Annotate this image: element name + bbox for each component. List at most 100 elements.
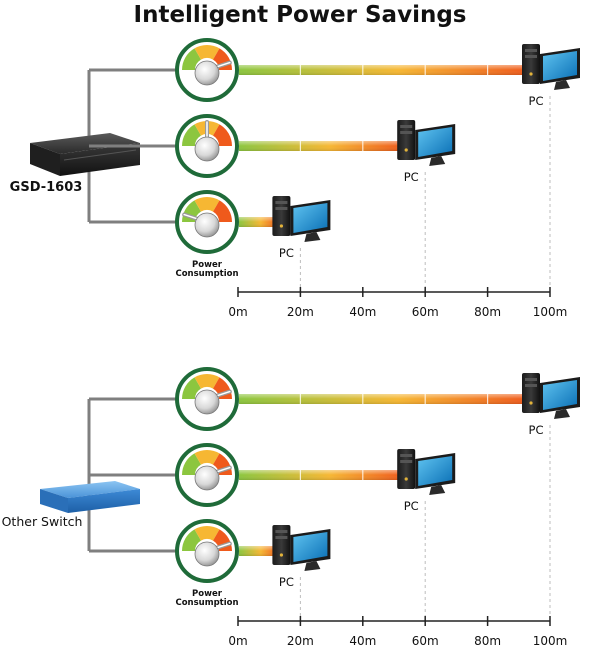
pc-power-light: [404, 477, 408, 481]
axis-tick-label: 100m: [533, 634, 568, 648]
pc-monitor-screen: [418, 456, 453, 486]
pc-monitor-stand: [429, 485, 446, 495]
pc-power-light: [529, 401, 533, 405]
meter-knob: [194, 465, 220, 491]
meter-scale-segment: [194, 450, 220, 465]
meter-knob: [194, 60, 220, 86]
pc-monitor-screen: [543, 51, 577, 81]
meter-scale-segment: [194, 197, 220, 212]
connection-row: PC: [89, 38, 580, 292]
gsd-1603-switch: [30, 133, 140, 176]
pc-tower: [397, 449, 416, 489]
meter-scale-segment: [194, 373, 220, 389]
pc-drive-bay: [400, 131, 413, 134]
axis-tick-label: 20m: [287, 305, 314, 319]
meter-scale-segment: [194, 45, 220, 60]
pc-drive-bay: [275, 207, 288, 210]
pc-icon: [522, 373, 580, 419]
cable-bar-shine: [239, 217, 279, 227]
cable-bar-shine: [239, 546, 279, 556]
switch-front: [68, 489, 140, 513]
axis-tick-label: 0m: [228, 634, 247, 648]
pc-power-light: [529, 72, 533, 76]
meter-knob: [194, 212, 220, 238]
meter-scale-segment: [182, 453, 201, 475]
power-consumption-label-line2: Consumption: [175, 598, 238, 608]
pc-label: PC: [279, 575, 294, 589]
pc-tower: [272, 196, 291, 236]
cable-bar-shine: [239, 141, 404, 151]
pc-monitor-screen: [418, 127, 453, 157]
axis-tick-label: 80m: [474, 634, 501, 648]
cable-bar-shine: [239, 65, 528, 75]
pc-drive-bay: [275, 530, 288, 533]
pc-power-light: [279, 224, 283, 228]
axis-tick-label: 0m: [228, 305, 247, 319]
pc-tower: [272, 525, 291, 565]
pc-icon: [397, 120, 456, 166]
pc-monitor-stand: [554, 409, 570, 419]
axis-tick-label: 80m: [474, 305, 501, 319]
pc-tower: [522, 44, 540, 84]
meter-scale-segment: [182, 529, 201, 551]
meter-scale-segment: [194, 526, 220, 541]
pc-drive-bay: [400, 454, 413, 457]
switch-front: [60, 143, 140, 176]
axis-tick-label: 20m: [287, 634, 314, 648]
meter-scale-segment: [182, 124, 201, 146]
meter-knob: [194, 541, 220, 567]
pc-label: PC: [529, 94, 544, 108]
pc-drive-bay: [525, 49, 537, 52]
axis-tick-label: 60m: [412, 634, 439, 648]
pc-drive-bay: [275, 201, 288, 204]
pc-drive-bay: [525, 378, 537, 381]
power-consumption-label-line1: Power: [192, 260, 223, 270]
pc-drive-bay: [275, 536, 288, 539]
meter-scale-segment: [213, 124, 232, 146]
power-consumption-label-line2: Consumption: [175, 269, 238, 279]
pc-power-light: [404, 148, 408, 152]
diagram-title: Intelligent Power Savings: [134, 2, 467, 28]
meter-knob: [194, 136, 220, 162]
pc-monitor-screen: [293, 532, 328, 562]
device-label: Other Switch: [2, 514, 83, 529]
meter-scale-segment: [213, 200, 232, 222]
distance-axis: 0m 20m 40m 60m 80m 100m: [228, 287, 567, 319]
pc-icon: [272, 196, 331, 242]
switch-side: [30, 143, 60, 176]
pc-monitor-screen: [543, 380, 577, 410]
pc-power-light: [279, 553, 283, 557]
switch-trim: [63, 149, 137, 161]
connection-row: PC: [89, 443, 456, 621]
pc-tower: [522, 373, 540, 413]
cable-bar-shine: [239, 394, 528, 404]
meter-scale-segment: [182, 377, 201, 399]
connection-row: PC: [89, 367, 580, 621]
meter-scale-segment: [182, 48, 201, 70]
pc-label: PC: [279, 246, 294, 260]
axis-tick-label: 60m: [412, 305, 439, 319]
pc-tower: [397, 120, 416, 160]
device-label: GSD-1603: [10, 180, 83, 195]
pc-icon: [272, 525, 331, 571]
switch-side: [40, 489, 68, 513]
cable-bar-shine: [239, 470, 404, 480]
pc-monitor-stand: [554, 80, 570, 90]
pc-drive-bay: [525, 384, 537, 387]
power-consumption-label-line1: Power: [192, 589, 223, 599]
pc-drive-bay: [400, 460, 413, 463]
connection-row: PC: [89, 114, 456, 292]
pc-label: PC: [404, 170, 419, 184]
pc-drive-bay: [400, 125, 413, 128]
axis-tick-label: 100m: [533, 305, 568, 319]
pc-icon: [522, 44, 580, 90]
meter-knob: [194, 389, 220, 415]
pc-icon: [397, 449, 456, 495]
axis-tick-label: 40m: [349, 305, 376, 319]
other-switch: [40, 481, 140, 513]
switch-top: [40, 481, 140, 498]
